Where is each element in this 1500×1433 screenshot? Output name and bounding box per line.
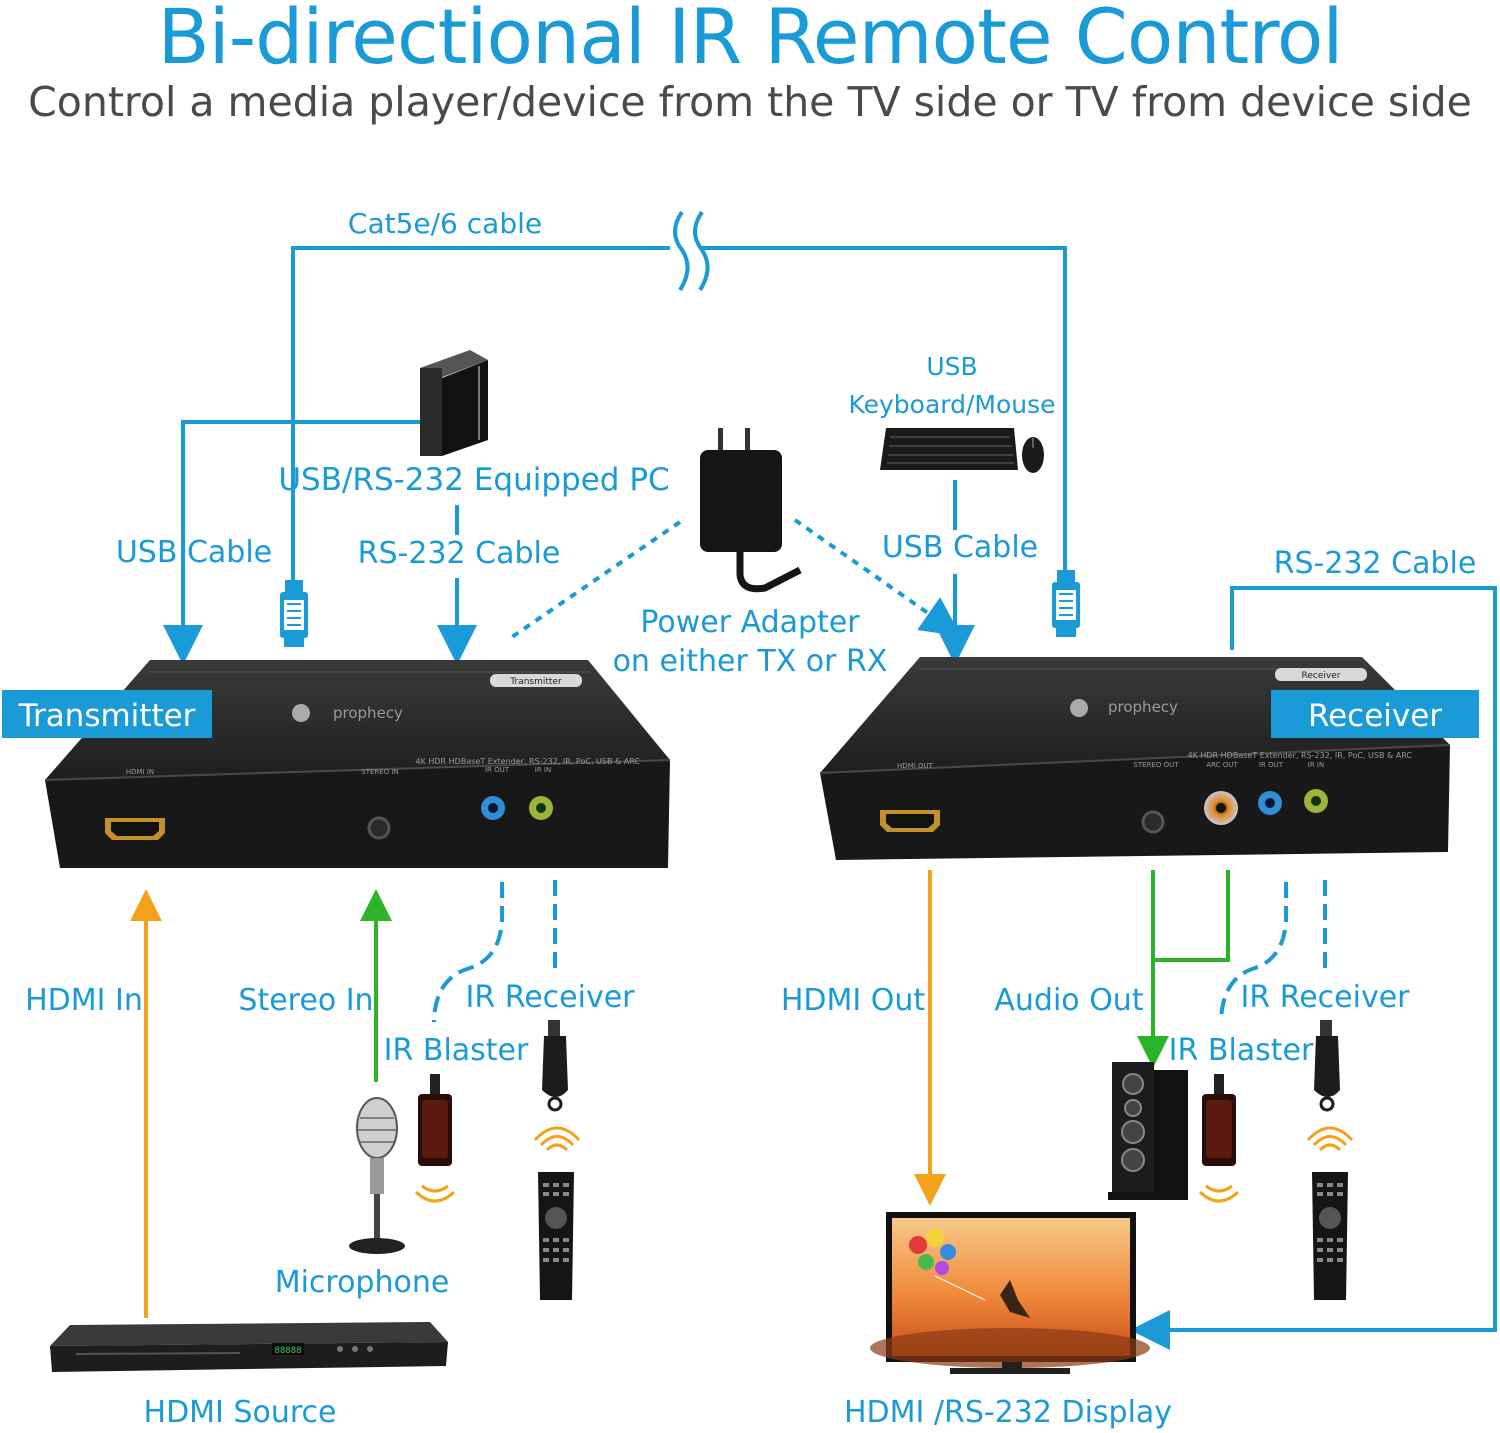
tv-display-icon bbox=[870, 1212, 1150, 1374]
rj45-connector-tx bbox=[280, 580, 308, 647]
transmitter-port-irin-label: IR IN bbox=[535, 766, 551, 774]
arc-out-line bbox=[1153, 870, 1230, 962]
rx-ir-blaster-cable bbox=[1219, 882, 1288, 1023]
transmitter-brand: prophecy bbox=[333, 704, 403, 722]
receiver-tag-text: Receiver bbox=[1308, 698, 1442, 734]
tx-ir-receiver-label: IR Receiver bbox=[465, 980, 635, 1015]
page-title: Bi-directional IR Remote Control bbox=[157, 0, 1343, 81]
power-adapter-label-1: Power Adapter bbox=[640, 605, 860, 640]
tx-ir-waves-icon bbox=[533, 1126, 581, 1152]
rx-ir-receiver-label: IR Receiver bbox=[1240, 980, 1410, 1015]
receiver-box: Receiver prophecy 4K HDR HDBaseT Extende… bbox=[819, 657, 1451, 860]
prophecy-logo-icon bbox=[292, 704, 310, 722]
stereo-out-port-icon bbox=[1141, 810, 1165, 834]
transmitter-tag bbox=[2, 690, 212, 738]
receiver-port-irin-label: IR IN bbox=[1308, 761, 1324, 769]
player-display: 88888 bbox=[274, 1346, 301, 1356]
speakers-icon bbox=[1108, 1062, 1188, 1200]
hdmi-source-label: HDMI Source bbox=[144, 1395, 337, 1430]
tx-rs232-cable-label: RS-232 Cable bbox=[358, 536, 561, 571]
hdmi-out-label: HDMI Out bbox=[781, 983, 926, 1018]
tx-ir-blaster-cable bbox=[432, 882, 504, 1023]
tx-usb-cable-label: USB Cable bbox=[116, 535, 272, 570]
rx-usb-cable-label: USB Cable bbox=[882, 530, 1038, 565]
pc-tower-icon bbox=[420, 350, 488, 456]
microphone-icon bbox=[349, 1097, 405, 1254]
mouse-icon bbox=[1022, 437, 1044, 473]
receiver-tag bbox=[1271, 690, 1479, 738]
rj45-connector-rx bbox=[1052, 570, 1080, 637]
usb-keyboard-label-2: Keyboard/Mouse bbox=[848, 390, 1055, 419]
power-adapter-label-2: on either TX or RX bbox=[613, 644, 888, 679]
rx-ir-blaster-icon bbox=[1198, 1074, 1240, 1203]
tx-ir-receiver-icon bbox=[542, 1020, 568, 1112]
receiver-port-stereo-label: STEREO OUT bbox=[1133, 761, 1179, 769]
rx-rs232-cable-label: RS-232 Cable bbox=[1274, 546, 1477, 581]
tx-usb-cable-arrow bbox=[163, 420, 420, 665]
transmitter-port-irout-label: IR OUT bbox=[485, 766, 510, 774]
receiver-badge-text: Receiver bbox=[1302, 671, 1341, 681]
receiver-badge bbox=[1275, 668, 1367, 681]
keyboard-icon bbox=[880, 428, 1018, 470]
tx-ir-blaster-label: IR Blaster bbox=[384, 1033, 529, 1068]
tx-ir-blaster-icon bbox=[414, 1074, 456, 1203]
receiver-port-hdmi-label: HDMI OUT bbox=[897, 762, 934, 770]
page-subtitle: Control a media player/device from the T… bbox=[28, 78, 1472, 126]
rx-ir-waves-icon bbox=[1306, 1126, 1354, 1152]
receiver-port-arc-label: ARC OUT bbox=[1206, 761, 1238, 769]
prophecy-logo-icon-rx bbox=[1070, 699, 1088, 717]
transmitter-tag-text: Transmitter bbox=[18, 698, 196, 734]
bluray-player-icon: 88888 bbox=[50, 1322, 448, 1372]
receiver-brand: prophecy bbox=[1108, 698, 1178, 716]
transmitter-port-stereo-label: STEREO IN bbox=[361, 768, 398, 776]
tx-remote-control-icon bbox=[538, 1172, 574, 1300]
rx-remote-control-icon bbox=[1312, 1172, 1348, 1300]
transmitter-port-hdmi-label: HDMI IN bbox=[126, 768, 154, 776]
microphone-label: Microphone bbox=[275, 1265, 450, 1300]
power-line-tx bbox=[510, 520, 682, 639]
audio-out-label: Audio Out bbox=[994, 983, 1143, 1018]
usb-keyboard-label-1: USB bbox=[926, 352, 977, 381]
power-adapter-icon bbox=[700, 428, 802, 593]
stereo-in-port-icon bbox=[367, 816, 391, 840]
cat-cable-line bbox=[291, 210, 1067, 590]
hdmi-in-label: HDMI In bbox=[25, 983, 143, 1018]
rx-rs232-cable-arrow bbox=[1130, 586, 1497, 1350]
display-label: HDMI /RS-232 Display bbox=[844, 1395, 1172, 1430]
balloons-icon bbox=[909, 1229, 986, 1301]
cat-cable-label: Cat5e/6 cable bbox=[348, 207, 542, 240]
transmitter-badge bbox=[490, 674, 582, 687]
power-line-rx bbox=[793, 518, 962, 637]
rx-ir-receiver-icon bbox=[1314, 1020, 1340, 1112]
transmitter-badge-text: Transmitter bbox=[509, 677, 562, 687]
receiver-port-irout-label: IR OUT bbox=[1259, 761, 1284, 769]
transmitter-model: 4K HDR HDBaseT Extender, RS-232, IR, PoC… bbox=[416, 757, 641, 766]
stereo-in-label: Stereo In bbox=[238, 983, 373, 1018]
rx-ir-blaster-label: IR Blaster bbox=[1169, 1033, 1314, 1068]
pc-label: USB/RS-232 Equipped PC bbox=[278, 462, 669, 498]
receiver-model: 4K HDR HDBaseT Extender, RS-232, IR, PoC… bbox=[1188, 751, 1413, 760]
